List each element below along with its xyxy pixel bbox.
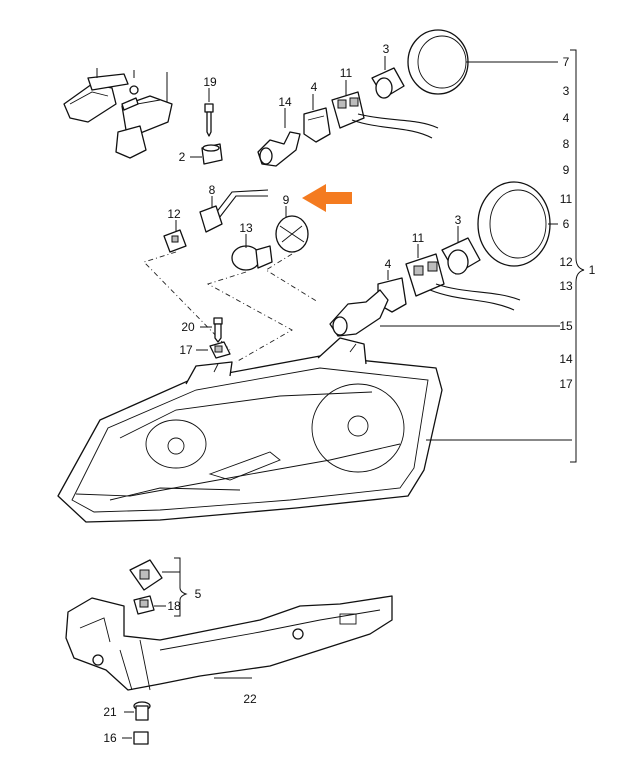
dash-leader-9	[265, 253, 319, 303]
callout-4-right: 4	[385, 257, 392, 271]
assembly-list-item-13: 13	[559, 279, 573, 293]
screw-20	[200, 317, 223, 343]
connector-11-upper	[331, 80, 439, 139]
callout-3: 3	[383, 42, 390, 56]
adjuster-clip-5	[129, 559, 180, 591]
bolt-16	[122, 731, 149, 745]
cap-6	[477, 181, 558, 267]
callout-22: 22	[243, 692, 257, 706]
bulb-12	[163, 220, 187, 253]
callout-4: 4	[311, 80, 318, 94]
mounting-bracket-kit	[63, 68, 173, 159]
assembly-list-item-14: 14	[559, 352, 573, 366]
bolt-21	[124, 701, 151, 721]
bulb-15	[329, 289, 560, 337]
callout-7: 7	[563, 55, 570, 69]
bulb-13	[231, 234, 273, 271]
callout-13: 13	[239, 221, 253, 235]
callout-18: 18	[167, 599, 181, 613]
callout-9: 9	[283, 193, 290, 207]
assembly-list: 3 4 8 9 11 12 13 14 17	[559, 84, 573, 391]
callout-11: 11	[340, 66, 353, 80]
callout-2: 2	[179, 150, 186, 164]
callout-5: 5	[195, 587, 202, 601]
callout-14: 14	[278, 95, 292, 109]
callout-11-right: 11	[412, 231, 425, 245]
cap-7	[407, 29, 558, 95]
orange-arrow-left-icon	[302, 184, 352, 212]
assembly-list-item-11: 11	[560, 192, 573, 206]
screw-19	[204, 88, 214, 137]
bulb-14-upper	[257, 108, 301, 167]
brace-1	[570, 49, 585, 463]
clip-nut-2	[190, 143, 223, 165]
callout-1: 1	[589, 263, 596, 277]
callout-6: 6	[563, 217, 570, 231]
callout-8: 8	[209, 183, 216, 197]
assembly-list-item-17: 17	[559, 377, 573, 391]
connector-11-right	[405, 244, 521, 311]
bulb-socket-3-right	[441, 226, 481, 275]
brace-5	[174, 557, 188, 617]
clip-18	[133, 595, 166, 615]
assembly-list-item-8: 8	[563, 137, 570, 151]
callout-3-right: 3	[455, 213, 462, 227]
assembly-list-item-12: 12	[559, 255, 573, 269]
wire-harness-8	[199, 189, 269, 233]
callout-17: 17	[179, 343, 193, 357]
callout-19: 19	[203, 75, 217, 89]
bulb-socket-3-upper	[371, 56, 405, 99]
bulb-holder-4-upper	[303, 94, 331, 143]
callout-15: 15	[559, 319, 573, 333]
mounting-bracket-22	[65, 595, 393, 691]
clip-17	[196, 341, 231, 359]
assembly-list-item-4: 4	[563, 111, 570, 125]
bulb-9	[275, 206, 309, 253]
callout-16: 16	[103, 731, 117, 745]
headlight-housing-1	[57, 337, 572, 523]
callout-21: 21	[103, 705, 117, 719]
assembly-list-item-9: 9	[563, 163, 570, 177]
assembly-list-item-3: 3	[563, 84, 570, 98]
callout-12: 12	[167, 207, 181, 221]
callout-20: 20	[181, 320, 195, 334]
dash-leader-13	[206, 271, 293, 363]
